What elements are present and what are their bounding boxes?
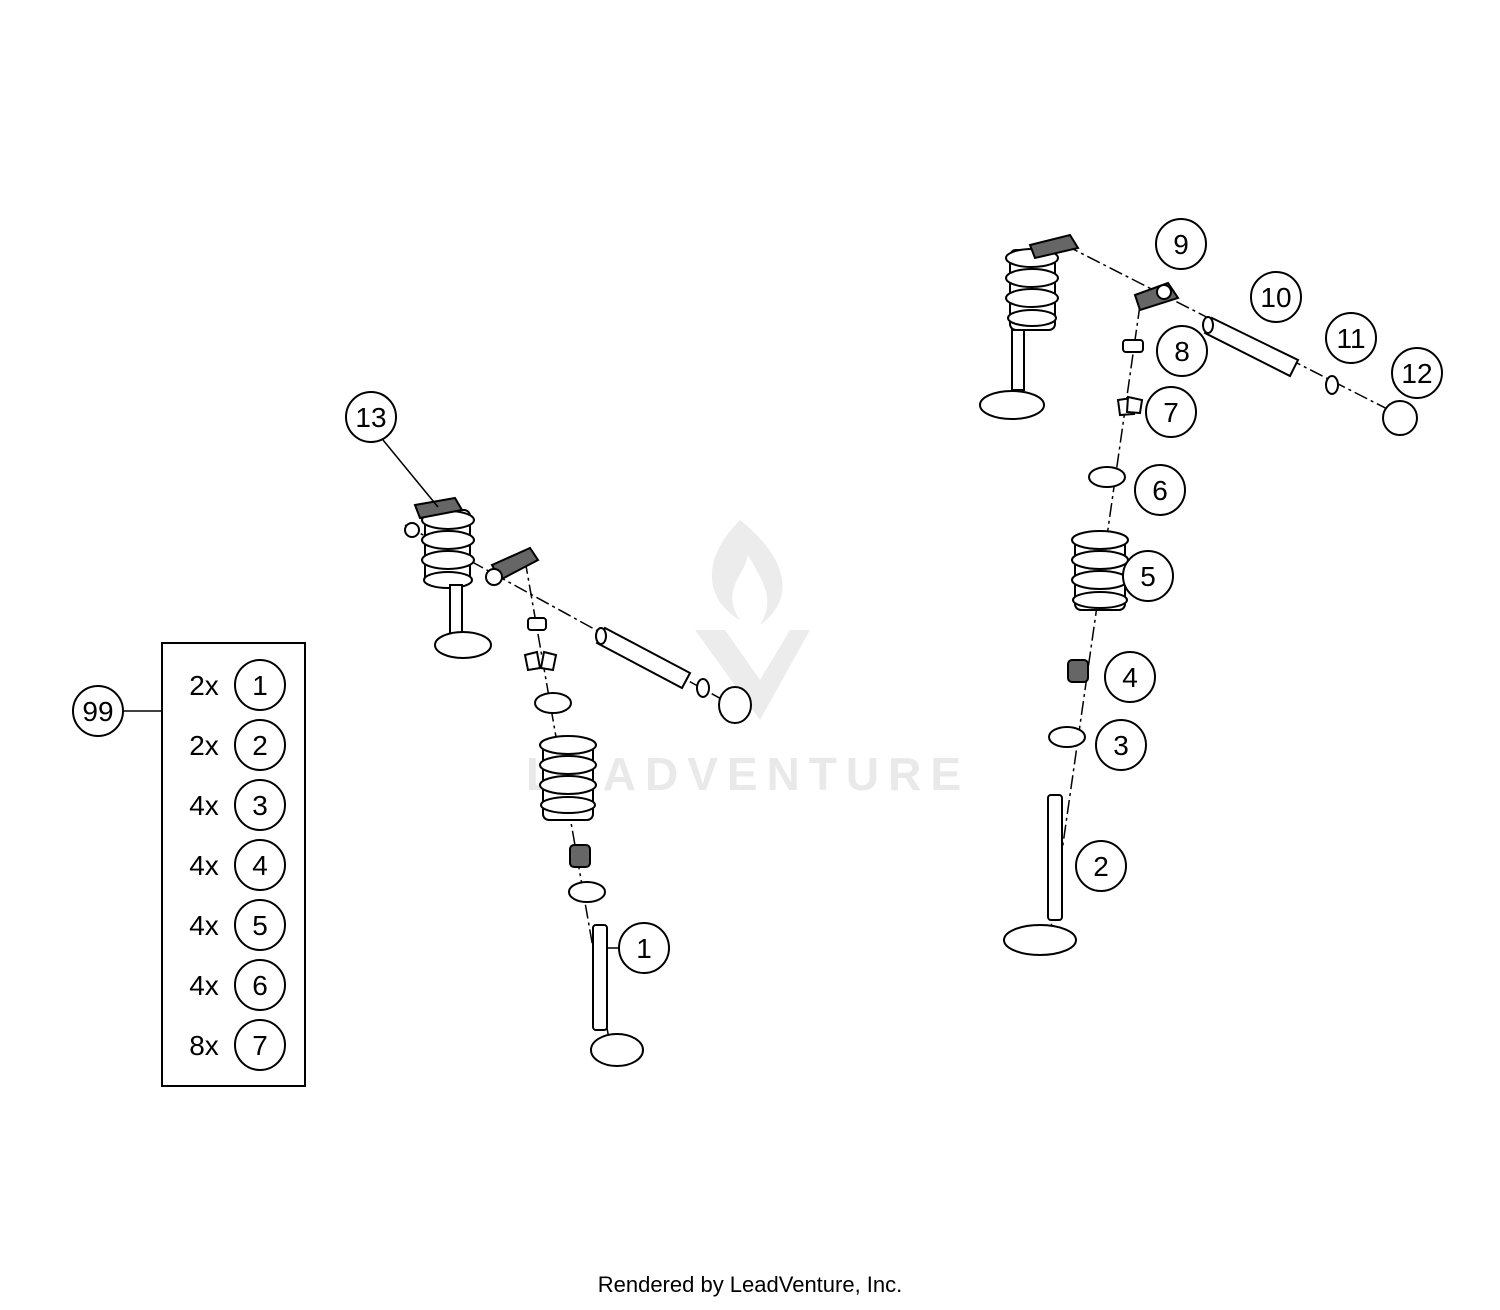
left-valve-assembly <box>404 496 752 1067</box>
kit-row-ref-circle <box>234 899 286 951</box>
left-rocker-arm <box>485 546 540 586</box>
callout-11: 11 <box>1325 312 1377 364</box>
kit-row-qty: 2x <box>189 670 219 701</box>
svg-text:99: 99 <box>82 696 113 727</box>
svg-text:1: 1 <box>636 933 652 964</box>
right-spring-seat <box>1048 726 1086 748</box>
callout-3: 3 <box>1095 719 1147 771</box>
callout-99: 99 <box>72 685 162 737</box>
kit-row: 4x 4 <box>189 839 286 891</box>
callout-7: 7 <box>1145 386 1197 438</box>
kit-row-ref: 4 <box>252 850 268 881</box>
right-retainer <box>1088 466 1126 488</box>
left-back-spring <box>404 496 492 659</box>
left-rocker-shaft <box>595 626 692 690</box>
svg-text:10: 10 <box>1260 282 1291 313</box>
left-shim <box>527 617 547 631</box>
left-valve <box>590 924 644 1067</box>
callout-5: 5 <box>1122 550 1174 602</box>
kit-row-ref-circle <box>234 839 286 891</box>
kit-row-ref: 6 <box>252 970 268 1001</box>
kit-row-qty: 4x <box>189 910 219 941</box>
callout-2: 2 <box>1075 840 1127 892</box>
left-retainer <box>534 692 572 714</box>
right-back-spring <box>979 233 1080 420</box>
kit-row-qty: 8x <box>189 1030 219 1061</box>
svg-text:2: 2 <box>1093 851 1109 882</box>
right-plug <box>1382 400 1418 436</box>
right-valve-seal <box>1067 659 1089 683</box>
kit-row-ref-circle <box>234 779 286 831</box>
right-shim <box>1122 339 1144 353</box>
left-keeper-a <box>523 650 542 672</box>
left-spring-seat <box>568 881 606 903</box>
svg-text:4: 4 <box>1122 662 1138 693</box>
svg-text:11: 11 <box>1336 323 1365 354</box>
svg-text:12: 12 <box>1401 358 1432 389</box>
kit-row-qty: 2x <box>189 730 219 761</box>
kit-contents-table: 2x 1 2x 2 4x 3 4x 4 4x 5 4x 6 8x 7 <box>161 642 306 1087</box>
left-valve-seal <box>569 844 591 868</box>
kit-row: 4x 3 <box>189 779 286 831</box>
kit-row-qty: 4x <box>189 790 219 821</box>
callout-12: 12 <box>1391 347 1443 399</box>
svg-text:3: 3 <box>1113 730 1129 761</box>
kit-row-ref-circle <box>234 659 286 711</box>
svg-text:7: 7 <box>1163 397 1179 428</box>
right-ring <box>1325 375 1339 395</box>
svg-text:6: 6 <box>1152 475 1168 506</box>
kit-row: 2x 2 <box>189 719 286 771</box>
callout-9: 9 <box>1155 218 1207 270</box>
kit-row: 4x 5 <box>189 899 286 951</box>
footer-credit: Rendered by LeadVenture, Inc. <box>597 1272 903 1297</box>
callout-6: 6 <box>1134 464 1186 516</box>
kit-row-ref-circle <box>234 959 286 1011</box>
kit-row-ref: 5 <box>252 910 268 941</box>
kit-row-ref: 1 <box>252 670 268 701</box>
right-rocker-arm <box>1133 281 1180 312</box>
kit-row-qty: 4x <box>189 850 219 881</box>
callout-8: 8 <box>1156 325 1208 377</box>
kit-row: 4x 6 <box>189 959 286 1011</box>
kit-row-ref-circle <box>234 719 286 771</box>
kit-row-ref: 7 <box>252 1030 268 1061</box>
svg-text:8: 8 <box>1174 336 1190 367</box>
leadventure-watermark: LEADVENTURE <box>526 520 970 800</box>
kit-row-qty: 4x <box>189 970 219 1001</box>
right-rocker-shaft <box>1202 316 1300 378</box>
svg-text:13: 13 <box>355 402 386 433</box>
callout-1: 1 <box>607 922 670 974</box>
kit-row: 2x 1 <box>189 659 286 711</box>
right-valve-assembly <box>979 233 1418 956</box>
callout-10: 10 <box>1250 271 1302 323</box>
right-valve-spring <box>1071 530 1129 611</box>
callout-4: 4 <box>1104 651 1156 703</box>
left-keeper-b <box>539 650 558 672</box>
svg-text:5: 5 <box>1140 561 1156 592</box>
kit-row-ref-circle <box>234 1019 286 1071</box>
left-ring <box>696 678 710 698</box>
kit-row: 8x 7 <box>189 1019 286 1071</box>
left-valve-spring <box>539 735 597 821</box>
svg-text:9: 9 <box>1173 229 1189 260</box>
callout-13: 13 <box>345 391 439 508</box>
kit-row-ref: 2 <box>252 730 268 761</box>
right-valve <box>1003 794 1077 956</box>
kit-row-ref: 3 <box>252 790 268 821</box>
watermark-text: LEADVENTURE <box>526 748 970 800</box>
right-keeper-b <box>1125 395 1144 415</box>
left-plug <box>718 686 752 724</box>
